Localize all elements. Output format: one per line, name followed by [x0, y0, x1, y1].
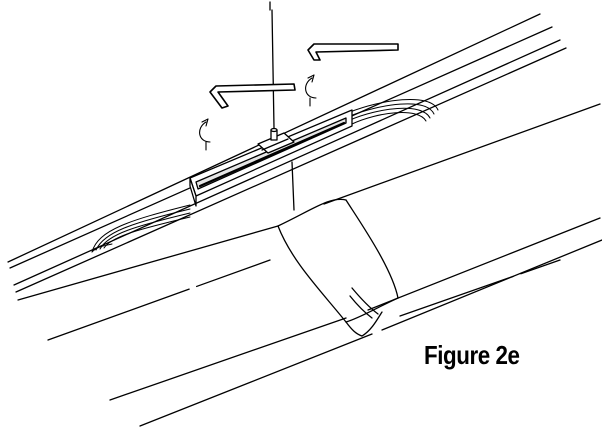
- hex-key-wrench-right: [305, 43, 399, 107]
- wire-coil-left: [91, 204, 191, 253]
- joiner-band: [277, 198, 399, 337]
- wire-coil-right: [349, 99, 439, 125]
- cylindrical-fixture-housing: [17, 103, 602, 427]
- hex-key-wrench-left: [199, 83, 296, 151]
- suspension-cable: [269, 1, 275, 129]
- channel-clamp-bracket: [189, 109, 353, 211]
- figure-caption: Figure 2e: [424, 340, 520, 370]
